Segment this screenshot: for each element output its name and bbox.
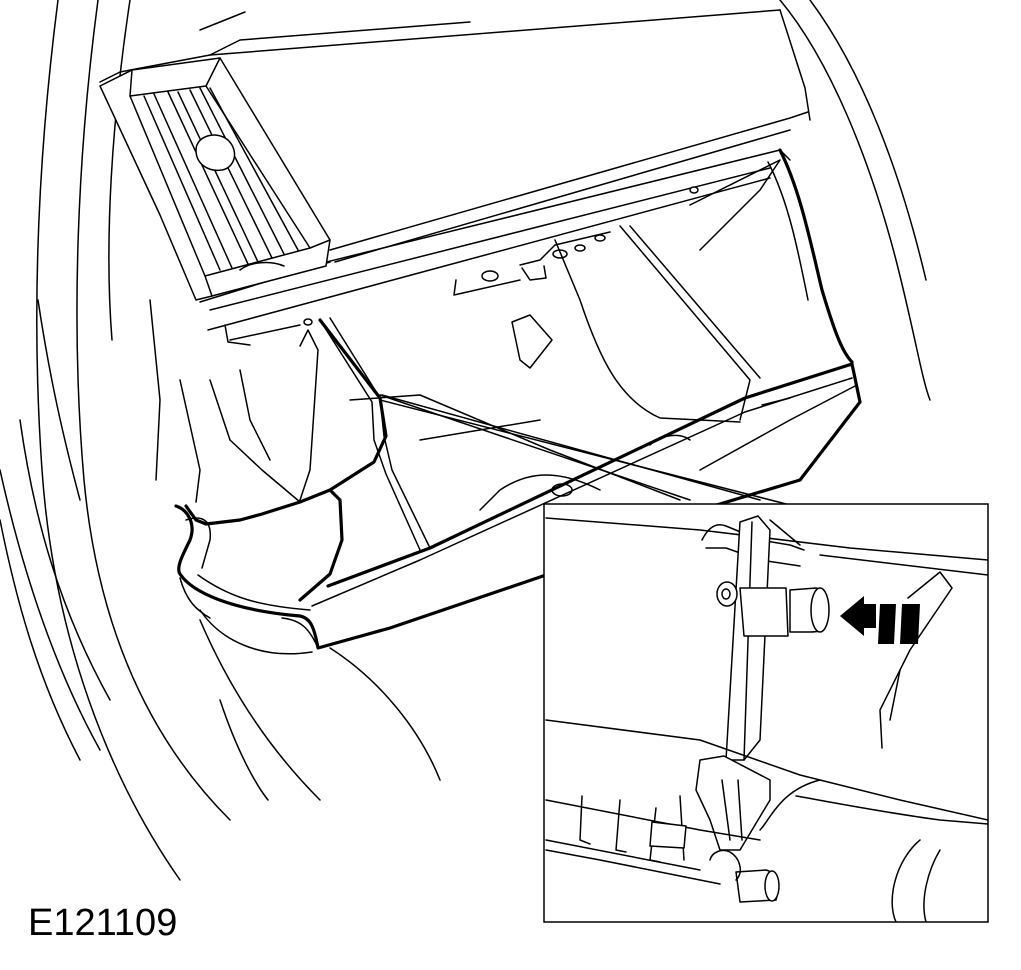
door-trim-lines [0, 0, 230, 880]
glovebox-left-wall [150, 300, 386, 600]
lower-dash [200, 620, 440, 800]
air-vent [100, 58, 330, 300]
glovebox-damper-detail [544, 504, 988, 922]
glovebox-right-side [768, 150, 852, 362]
figure-id-label: E121109 [28, 902, 178, 944]
callout-lines [380, 395, 760, 500]
push-arrow [840, 596, 920, 644]
right-trim-lines [780, 0, 930, 400]
glovebox-interior [320, 160, 790, 550]
glovebox [176, 364, 860, 654]
